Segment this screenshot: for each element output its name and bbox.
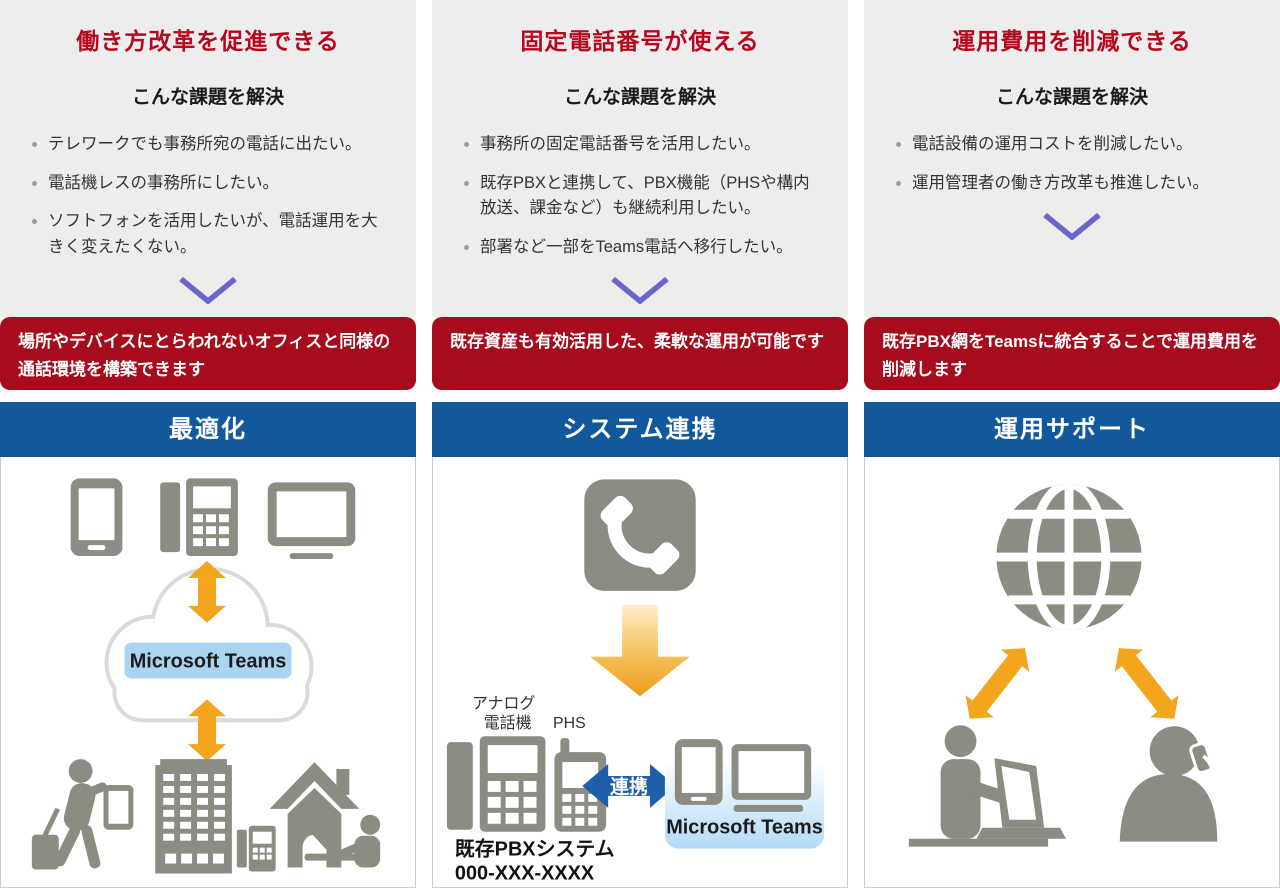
pbx-system-label-line2: 000-XXX-XXXX bbox=[455, 862, 595, 884]
desk-phone-small-icon bbox=[236, 825, 276, 872]
sync-arrow-icon bbox=[1114, 648, 1179, 719]
section-header: 運用サポート bbox=[864, 402, 1280, 457]
challenge-item: 電話機レスの事務所にしたい。 bbox=[26, 171, 390, 197]
smartphone-icon bbox=[674, 739, 723, 805]
illustration-optimization: Microsoft Teams bbox=[0, 457, 416, 888]
solution-banner: 場所やデバイスにとらわれないオフィスと同様の通話環境を構築できます bbox=[0, 317, 416, 390]
challenges-panel-1: 働き方改革を促進できる こんな課題を解決 テレワークでも事務所宛の電話に出たい。… bbox=[0, 0, 416, 317]
column-title: 固定電話番号が使える bbox=[520, 28, 760, 54]
analog-phone-label-line2: 電話機 bbox=[484, 714, 532, 732]
phs-label: PHS bbox=[553, 715, 586, 732]
migration-arrow-icon bbox=[590, 604, 690, 697]
illustration-system-link: アナログ 電話機 PHS bbox=[432, 457, 848, 888]
column-subtitle: こんな課題を解決 bbox=[995, 87, 1148, 108]
challenges-panel-3: 運用費用を削減できる こんな課題を解決 電話設備の運用コストを削減したい。 運用… bbox=[864, 0, 1280, 317]
teams-chip: Microsoft Teams bbox=[124, 642, 292, 679]
chevron-down-icon bbox=[179, 277, 237, 305]
pbx-system-label-line1: 既存PBXシステム bbox=[455, 837, 615, 861]
teams-chip-label: Microsoft Teams bbox=[130, 651, 287, 673]
operation-support-diagram bbox=[908, 484, 1218, 847]
challenge-item: 部署など一部をTeams電話へ移行したい。 bbox=[458, 235, 822, 261]
analog-phone-icon bbox=[446, 736, 546, 832]
desk-phone-icon bbox=[160, 478, 238, 557]
challenge-item: ソフトフォンを活用したいが、電話運用を大きく変えたくない。 bbox=[26, 209, 390, 260]
phone-call-icon bbox=[584, 479, 696, 591]
laptop-icon bbox=[731, 744, 812, 812]
challenge-list: 電話設備の運用コストを削減したい。 運用管理者の働き方改革も推進したい。 bbox=[890, 132, 1254, 196]
challenges-panel-2: 固定電話番号が使える こんな課題を解決 事務所の固定電話番号を活用したい。 既存… bbox=[432, 0, 848, 317]
challenge-item: 既存PBXと連携して、PBX機能（PHSや構内放送、課金など）も継続利用したい。 bbox=[458, 171, 822, 222]
phs-icon bbox=[554, 738, 607, 832]
up-down-arrow-icon bbox=[188, 699, 226, 762]
globe-icon bbox=[996, 484, 1142, 630]
link-arrow-label: 連携 bbox=[610, 775, 648, 798]
column-title: 働き方改革を促進できる bbox=[76, 28, 340, 54]
section-header: システム連携 bbox=[432, 402, 848, 457]
column-fixed-number: 固定電話番号が使える こんな課題を解決 事務所の固定電話番号を活用したい。 既存… bbox=[432, 0, 848, 888]
challenge-list: テレワークでも事務所宛の電話に出たい。 電話機レスの事務所にしたい。 ソフトフォ… bbox=[26, 132, 390, 260]
traveler-icon bbox=[31, 759, 134, 870]
teams-panel: Microsoft Teams bbox=[664, 739, 825, 849]
operator-icon bbox=[908, 725, 1067, 847]
challenge-item: 運用管理者の働き方改革も推進したい。 bbox=[890, 171, 1254, 197]
office-building-icon bbox=[155, 759, 232, 874]
sync-arrow-icon bbox=[965, 648, 1030, 719]
system-link-diagram: アナログ 電話機 PHS bbox=[446, 479, 825, 884]
column-cost-reduction: 運用費用を削減できる こんな課題を解決 電話設備の運用コストを削減したい。 運用… bbox=[864, 0, 1280, 888]
column-subtitle: こんな課題を解決 bbox=[131, 87, 284, 108]
challenge-item: テレワークでも事務所宛の電話に出たい。 bbox=[26, 132, 390, 158]
monitor-icon bbox=[267, 482, 356, 560]
column-title: 運用費用を削減できる bbox=[952, 28, 1192, 54]
analog-phone-label-line1: アナログ bbox=[472, 694, 535, 712]
up-down-arrow-icon bbox=[188, 561, 226, 623]
challenge-item: 事務所の固定電話番号を活用したい。 bbox=[458, 132, 822, 158]
illustration-operation-support bbox=[864, 457, 1280, 888]
challenge-list: 事務所の固定電話番号を活用したい。 既存PBXと連携して、PBX機能（PHSや構… bbox=[458, 132, 822, 260]
column-subtitle: こんな課題を解決 bbox=[563, 87, 716, 108]
solution-banner: 既存資産も有効活用した、柔軟な運用が可能です bbox=[432, 317, 848, 390]
teams-panel-label: Microsoft Teams bbox=[666, 817, 823, 839]
remote-worker-icon bbox=[304, 814, 381, 868]
chevron-down-icon bbox=[1043, 212, 1101, 241]
solution-banner: 既存PBX網をTeamsに統合することで運用費用を削減します bbox=[864, 317, 1280, 390]
link-arrow-icon: 連携 bbox=[582, 764, 676, 808]
section-header: 最適化 bbox=[0, 402, 416, 457]
challenge-item: 電話設備の運用コストを削減したい。 bbox=[890, 132, 1254, 158]
column-workstyle: 働き方改革を促進できる こんな課題を解決 テレワークでも事務所宛の電話に出たい。… bbox=[0, 0, 416, 888]
optimization-diagram: Microsoft Teams bbox=[31, 478, 381, 874]
chevron-down-icon bbox=[611, 277, 669, 305]
caller-icon bbox=[1119, 726, 1218, 842]
smartphone-icon bbox=[70, 478, 123, 557]
